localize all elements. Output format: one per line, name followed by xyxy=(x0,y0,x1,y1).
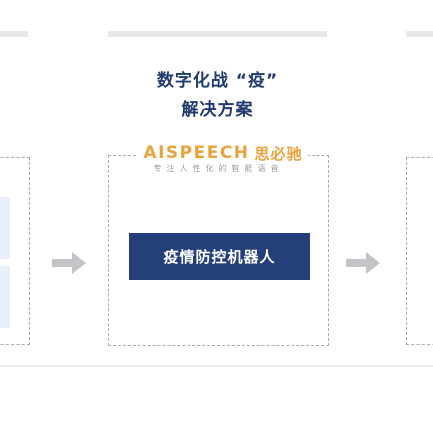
arrow-right-icon xyxy=(52,252,86,274)
brand-name-cn: 思必驰 xyxy=(254,144,303,163)
left-panel-top xyxy=(0,197,10,259)
arrow-right-icon xyxy=(346,252,380,274)
left-column-header-bar xyxy=(0,31,28,37)
bottom-divider xyxy=(0,365,433,367)
right-column-header-bar xyxy=(406,31,433,37)
brand-row: AISPEECH 思必驰 xyxy=(138,143,308,163)
brand-tagline: 专注人性化的智能语音 xyxy=(153,164,284,173)
center-column-header-bar xyxy=(108,31,327,37)
center-box-top-border-left xyxy=(108,155,136,156)
section-heading-line1: 数字化战 “疫” xyxy=(156,71,279,91)
left-panel-bottom xyxy=(0,266,10,328)
section-heading-line2: 解决方案 xyxy=(181,100,254,120)
aispeech-logo: AISPEECH xyxy=(143,143,250,163)
center-box-top-border-right xyxy=(307,155,329,156)
left-dashed-box xyxy=(0,157,30,345)
epidemic-robot-button[interactable]: 疫情防控机器人 xyxy=(129,233,310,280)
center-dashed-box xyxy=(108,155,329,346)
right-dashed-box xyxy=(406,157,433,345)
